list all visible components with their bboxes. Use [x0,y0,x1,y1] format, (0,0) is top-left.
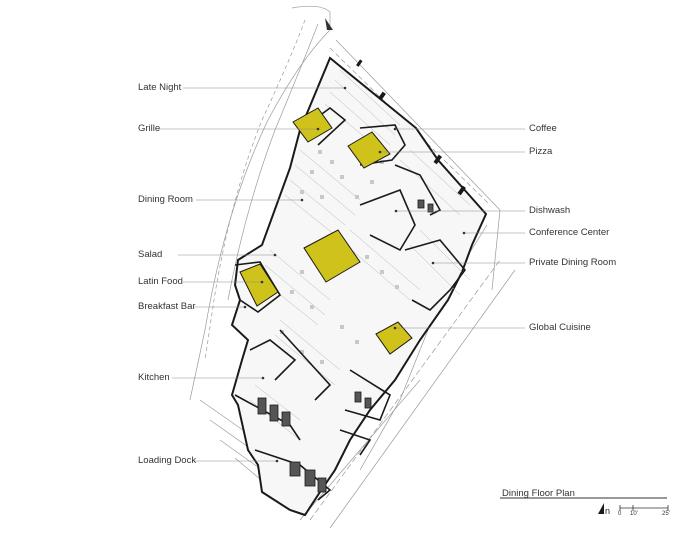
label-conference-center: Conference Center [529,227,610,238]
grille-station [292,107,333,143]
label-grille: Grille [138,123,161,134]
kitchen-equipment [257,199,434,493]
leader-lines [158,87,525,462]
scale-tick-25: 25' [662,511,670,517]
columns [356,59,466,196]
plan-title: Dining Floor Plan [502,488,575,499]
pizza-station [347,131,391,169]
label-loading-dock: Loading Dock [138,455,197,466]
site-north-marker [325,18,333,30]
label-private-dining-room: Private Dining Room [529,257,617,268]
north-letter: n [605,506,611,516]
label-global-cuisine: Global Cuisine [529,322,591,333]
leader-dots [243,86,466,463]
dining-center-station [303,229,361,283]
label-salad: Salad [138,249,163,260]
label-kitchen: Kitchen [138,372,170,383]
north-arrow-icon [598,503,604,514]
scale-tick-0: 0 [618,511,622,517]
label-late-night: Late Night [138,82,182,93]
global-cuisine-station [375,321,413,355]
label-latin-food: Latin Food [138,276,183,287]
label-dining-room: Dining Room [138,194,193,205]
label-breakfast-bar: Breakfast Bar [138,301,196,312]
scale-bar [619,505,669,511]
station-highlights [239,107,413,355]
latin-food-station [239,263,279,307]
label-pizza: Pizza [529,146,553,157]
label-dishwash: Dishwash [529,205,571,216]
scale-tick-10: 10' [630,511,638,517]
label-coffee: Coffee [529,123,557,134]
